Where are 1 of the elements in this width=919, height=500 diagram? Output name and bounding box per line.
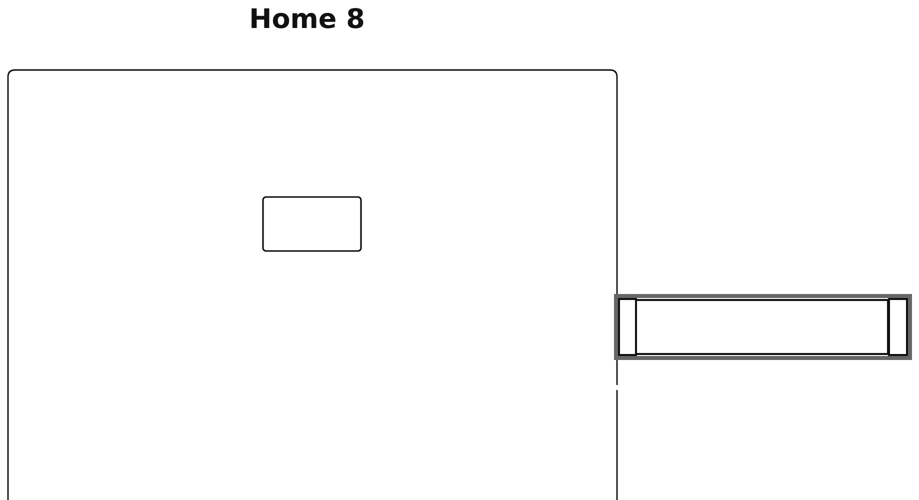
plan-title: Home 8 bbox=[248, 4, 366, 35]
